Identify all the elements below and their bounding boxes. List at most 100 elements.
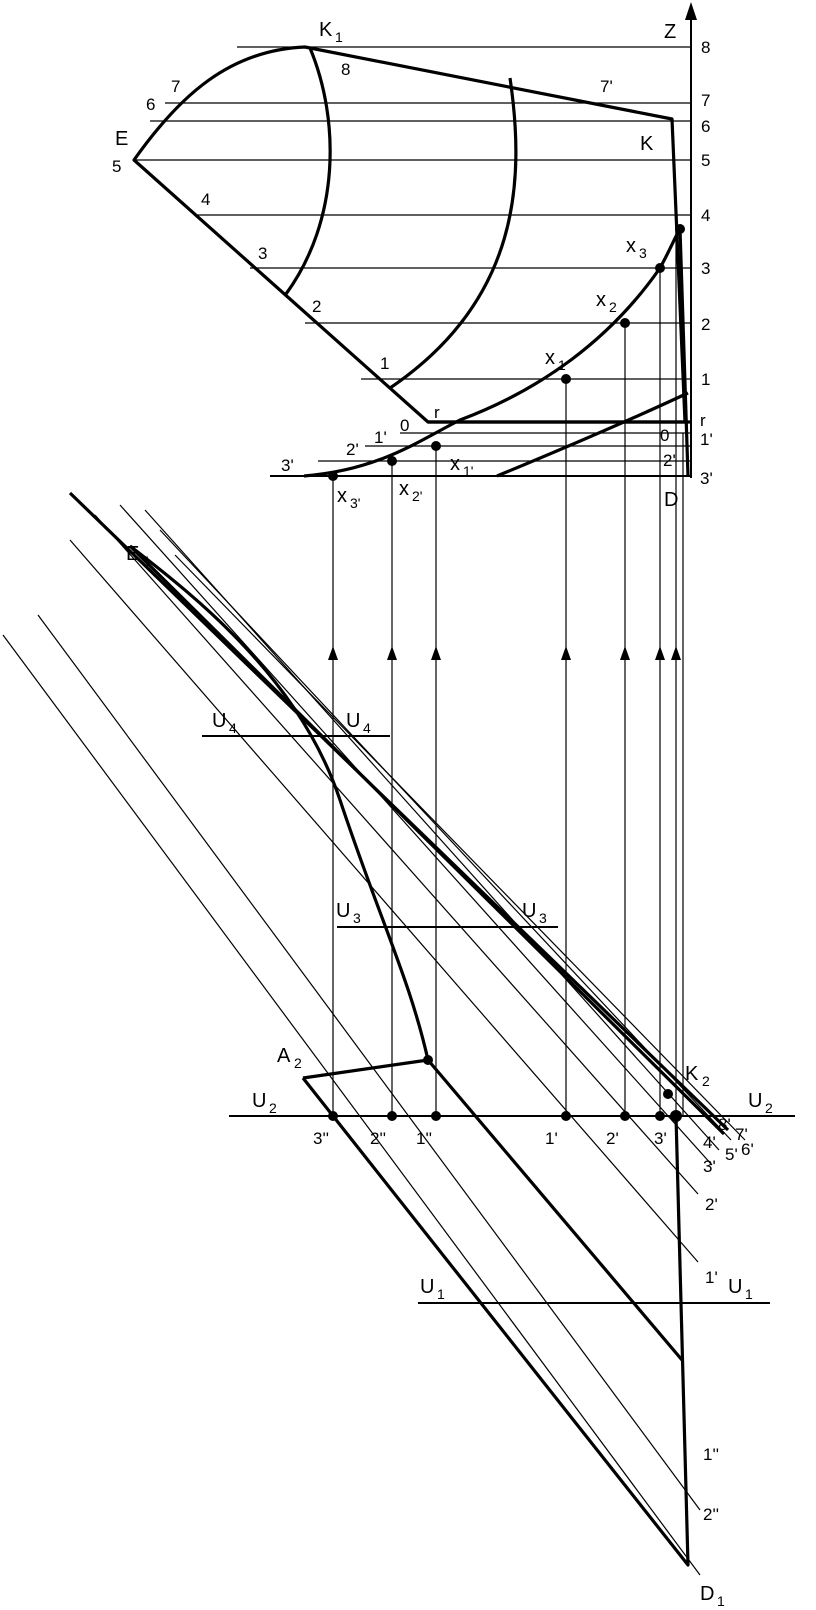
svg-text:4: 4 bbox=[701, 206, 710, 225]
zero-left-label: 0 bbox=[400, 416, 409, 435]
lower-curve bbox=[496, 391, 689, 478]
k-label: K bbox=[640, 133, 654, 155]
e-label: E bbox=[115, 128, 128, 150]
x-points bbox=[328, 224, 685, 481]
kd-edge bbox=[678, 228, 690, 477]
seven-prime-label: 7' bbox=[600, 77, 613, 96]
main-diagonal-inner bbox=[128, 544, 726, 1136]
svg-text:3: 3 bbox=[353, 910, 361, 926]
svg-text:2': 2' bbox=[663, 451, 676, 470]
projection-lines bbox=[328, 230, 684, 1116]
z-label: Z bbox=[664, 21, 676, 43]
svg-text:3': 3' bbox=[700, 469, 713, 488]
z-axis-arrowhead bbox=[685, 2, 697, 20]
svg-text:2': 2' bbox=[606, 1129, 619, 1148]
svg-text:1: 1 bbox=[380, 354, 389, 373]
u2-points bbox=[328, 1089, 682, 1122]
point-a2 bbox=[423, 1055, 433, 1065]
svg-text:3': 3' bbox=[281, 456, 294, 475]
svg-text:2'': 2'' bbox=[703, 1505, 719, 1524]
section-curve-2 bbox=[389, 77, 518, 390]
right-level-labels: 1 2 3 4 5 6 7 8 1' 2' 3' bbox=[663, 38, 713, 488]
svg-text:5': 5' bbox=[725, 1145, 738, 1164]
r-left-label: r bbox=[434, 403, 440, 422]
svg-text:3': 3' bbox=[350, 495, 360, 511]
svg-text:1: 1 bbox=[558, 357, 566, 373]
svg-text:1': 1' bbox=[705, 1268, 718, 1287]
svg-text:2: 2 bbox=[312, 297, 321, 316]
svg-text:8: 8 bbox=[701, 38, 710, 57]
svg-text:1'': 1'' bbox=[416, 1129, 432, 1148]
svg-text:2: 2 bbox=[269, 1100, 277, 1116]
svg-text:1'': 1'' bbox=[703, 1445, 719, 1464]
svg-text:4: 4 bbox=[229, 720, 237, 736]
svg-text:U: U bbox=[728, 1276, 742, 1298]
svg-text:x: x bbox=[626, 235, 636, 257]
svg-text:x: x bbox=[337, 485, 347, 507]
svg-text:1': 1' bbox=[700, 430, 713, 449]
svg-text:x: x bbox=[450, 453, 460, 475]
svg-text:7: 7 bbox=[701, 91, 710, 110]
section-curve-1 bbox=[284, 47, 332, 295]
svg-text:1: 1 bbox=[745, 1286, 753, 1302]
k2-label: K bbox=[685, 1063, 699, 1085]
svg-text:2': 2' bbox=[705, 1195, 718, 1214]
svg-text:5: 5 bbox=[701, 151, 710, 170]
edge-labels: 1 2 3 4 5 6 7 8 1' 2' 3' bbox=[112, 60, 389, 475]
e1-curve bbox=[129, 544, 430, 1061]
svg-text:x: x bbox=[596, 289, 606, 311]
svg-text:5: 5 bbox=[112, 157, 121, 176]
svg-text:U: U bbox=[748, 1090, 762, 1112]
svg-text:U: U bbox=[522, 900, 536, 922]
svg-text:3: 3 bbox=[258, 244, 267, 263]
svg-text:x: x bbox=[399, 478, 409, 500]
svg-text:6: 6 bbox=[146, 95, 155, 114]
svg-text:8: 8 bbox=[341, 60, 350, 79]
svg-text:6: 6 bbox=[701, 117, 710, 136]
upper-view: Z K 1 E K r r 0 0 D 7' 1 2 3 4 5 6 7 8 1… bbox=[112, 2, 713, 511]
svg-text:2: 2 bbox=[294, 1055, 302, 1071]
svg-text:2: 2 bbox=[609, 299, 617, 315]
svg-text:4': 4' bbox=[703, 1133, 716, 1152]
e1-label: E bbox=[126, 543, 139, 565]
svg-text:3: 3 bbox=[639, 245, 647, 261]
svg-text:U: U bbox=[336, 900, 350, 922]
svg-text:U: U bbox=[346, 710, 360, 732]
svg-text:1': 1' bbox=[545, 1129, 558, 1148]
svg-text:1: 1 bbox=[143, 553, 151, 569]
svg-text:4: 4 bbox=[201, 190, 210, 209]
svg-text:U: U bbox=[252, 1090, 266, 1112]
level-lines bbox=[134, 46, 691, 477]
parallel-lines bbox=[2, 504, 746, 1576]
a2-label: A bbox=[277, 1045, 291, 1067]
svg-text:7': 7' bbox=[735, 1125, 748, 1144]
svg-text:1: 1 bbox=[335, 29, 343, 45]
x-curve bbox=[303, 228, 682, 478]
svg-text:8': 8' bbox=[718, 1115, 731, 1134]
r-right-label: r bbox=[700, 411, 706, 430]
svg-text:1: 1 bbox=[717, 1593, 725, 1609]
svg-text:2'': 2'' bbox=[370, 1129, 386, 1148]
k1-label: K bbox=[319, 19, 333, 41]
zero-right-label: 0 bbox=[660, 426, 669, 445]
outer-triangle bbox=[301, 1077, 690, 1567]
svg-text:2: 2 bbox=[702, 1073, 710, 1089]
svg-text:1: 1 bbox=[437, 1286, 445, 1302]
u2-point-labels: 3'' 2'' 1'' 1' 2' 3' bbox=[313, 1129, 667, 1148]
svg-text:3: 3 bbox=[539, 910, 547, 926]
fan-labels: 8' 7' 4' 5' 6' 3' 2' 1' 1'' 2'' bbox=[703, 1115, 754, 1524]
svg-text:1': 1' bbox=[374, 428, 387, 447]
outer-contour bbox=[132, 45, 687, 424]
svg-text:3: 3 bbox=[701, 259, 710, 278]
lower-view: E 1 A 2 K 2 D 1 U 4 U 4 U 3 U 3 U 2 U 2 … bbox=[2, 491, 795, 1609]
svg-text:4: 4 bbox=[363, 720, 371, 736]
svg-text:7: 7 bbox=[171, 77, 180, 96]
svg-text:6': 6' bbox=[741, 1140, 754, 1159]
svg-text:U: U bbox=[212, 710, 226, 732]
svg-text:x: x bbox=[545, 347, 555, 369]
svg-text:1': 1' bbox=[463, 463, 473, 479]
svg-text:2: 2 bbox=[765, 1100, 773, 1116]
section-labels: U 4 U 4 U 3 U 3 U 2 U 2 U 1 U 1 bbox=[212, 710, 773, 1302]
x-labels: x 1 x 2 x 3 x 1' x 2' x 3' bbox=[337, 235, 647, 511]
